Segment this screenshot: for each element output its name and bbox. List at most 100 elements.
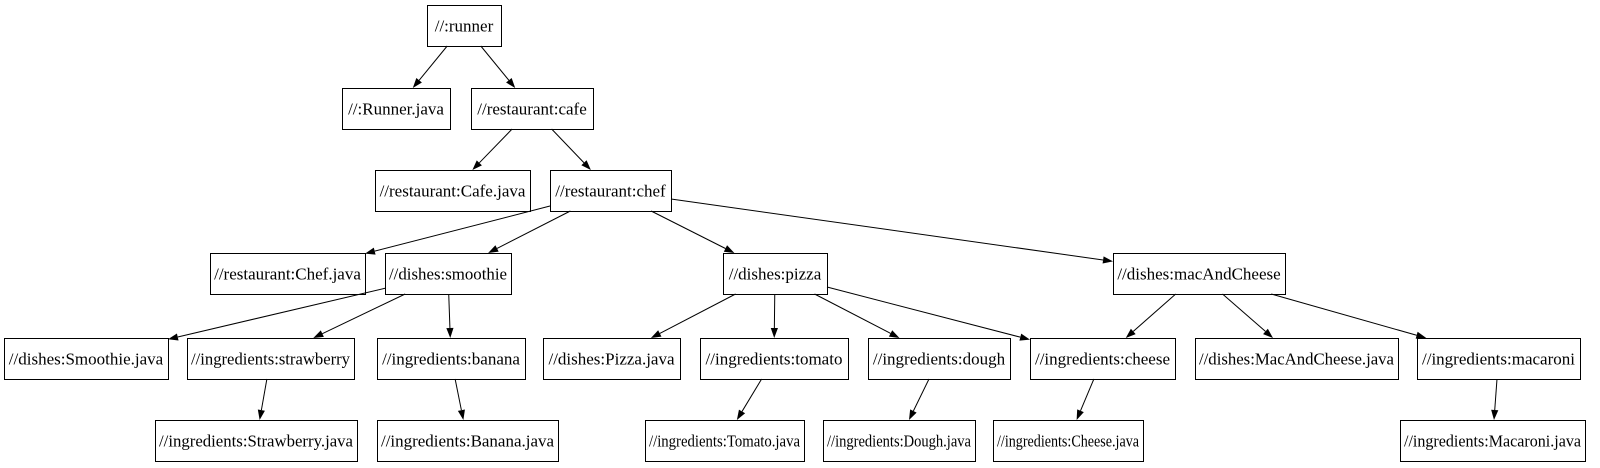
edge-line-cheese-cheese_java: [1080, 378, 1095, 411]
node-box-runner: [427, 5, 502, 47]
edge-line-runner-cafe: [480, 45, 510, 81]
node-box-pizza_java: [543, 338, 681, 380]
node-box-dough: [868, 338, 1011, 380]
graph-node-dough_java: //ingredients:Dough.java: [823, 420, 976, 462]
graph-node-macandcheese_java: //dishes:MacAndCheese.java: [1195, 338, 1399, 380]
node-box-smoothie_java: [4, 338, 169, 380]
edge-arrowhead-icon: [412, 77, 422, 88]
edge-arrowhead-icon: [365, 247, 376, 255]
node-label-macandcheese_java: //dishes:MacAndCheese.java: [1199, 349, 1394, 368]
node-box-macandcheese: [1113, 253, 1286, 295]
edge-line-cafe-chef: [551, 128, 585, 164]
node-box-banana: [377, 338, 526, 380]
node-box-cheese_java: [993, 420, 1144, 462]
graph-edge-smoothie-strawberry: [313, 293, 406, 338]
node-label-runner_java: //:Runner.java: [348, 99, 444, 118]
node-label-strawberry_java: //ingredients:Strawberry.java: [159, 431, 353, 450]
node-label-cheese: //ingredients:cheese: [1035, 349, 1170, 368]
node-label-macandcheese: //dishes:macAndCheese: [1117, 264, 1280, 283]
graph-edge-pizza-pizza_java: [650, 293, 736, 338]
edge-line-pizza-dough: [814, 293, 891, 334]
node-box-strawberry: [187, 338, 355, 380]
edge-arrowhead-icon: [723, 245, 735, 253]
graph-edge-runner-runner_java: [412, 45, 448, 88]
edge-line-chef-smoothie: [496, 210, 571, 249]
graph-edge-pizza-cheese: [826, 286, 1030, 341]
graph-edge-macandcheese-macandcheese_java: [1222, 293, 1273, 338]
graph-node-runner_java: //:Runner.java: [342, 88, 451, 130]
graph-edge-smoothie-smoothie_java: [168, 287, 386, 341]
node-label-tomato_java: //ingredients:Tomato.java: [649, 431, 800, 450]
graph-edge-strawberry-strawberry_java: [257, 378, 268, 420]
node-box-chef: [550, 170, 672, 212]
edge-arrowhead-icon: [770, 327, 778, 338]
graph-edge-pizza-dough: [814, 293, 900, 338]
graph-node-cheese: //ingredients:cheese: [1030, 338, 1176, 380]
edge-arrowhead-icon: [1415, 331, 1427, 339]
edge-arrowhead-icon: [257, 409, 265, 420]
edge-line-dough-dough_java: [912, 378, 930, 412]
node-label-cafe: //restaurant:cafe: [477, 99, 587, 118]
edge-arrowhead-icon: [888, 330, 900, 338]
edge-line-macandcheese-macaroni: [1271, 293, 1417, 336]
node-label-cheese_java: //ingredients:Cheese.java: [997, 431, 1139, 450]
node-label-pizza_java: //dishes:Pizza.java: [548, 349, 675, 368]
node-label-runner: //:runner: [435, 16, 494, 35]
graph-edge-macandcheese-macaroni: [1271, 293, 1427, 339]
node-box-strawberry_java: [155, 420, 358, 462]
graph-edge-banana-banana_java: [454, 378, 465, 420]
graph-edge-chef-chef_java: [365, 205, 551, 255]
edge-line-banana-banana_java: [454, 378, 462, 411]
graph-edge-chef-macandcheese: [670, 198, 1113, 264]
graph-edge-chef-smoothie: [488, 210, 571, 253]
graph-node-smoothie: //dishes:smoothie: [385, 253, 512, 295]
edge-arrowhead-icon: [446, 327, 454, 338]
node-label-chef: //restaurant:chef: [555, 181, 666, 200]
graph-node-cafe: //restaurant:cafe: [471, 88, 594, 130]
node-box-pizza: [723, 253, 828, 295]
node-box-cheese: [1030, 338, 1176, 380]
node-label-dough: //ingredients:dough: [873, 349, 1006, 368]
node-label-smoothie: //dishes:smoothie: [389, 264, 507, 283]
node-box-runner_java: [342, 88, 451, 130]
edge-arrowhead-icon: [1019, 333, 1030, 341]
node-label-macaroni_java: //ingredients:Macaroni.java: [1404, 431, 1581, 450]
edge-line-pizza-cheese: [826, 286, 1021, 338]
graph-node-strawberry: //ingredients:strawberry: [187, 338, 355, 380]
graph-node-macandcheese: //dishes:macAndCheese: [1113, 253, 1286, 295]
edge-line-runner-runner_java: [418, 45, 448, 81]
graph-node-pizza_java: //dishes:Pizza.java: [543, 338, 681, 380]
node-box-cafe_java: [375, 170, 531, 212]
edge-line-smoothie-banana: [448, 293, 451, 329]
edge-arrowhead-icon: [650, 330, 662, 338]
node-label-chef_java: //restaurant:Chef.java: [214, 264, 361, 283]
edge-line-macandcheese-cheese: [1132, 293, 1177, 332]
node-label-banana_java: //ingredients:Banana.java: [381, 431, 554, 450]
node-box-tomato: [700, 338, 849, 380]
edge-line-cafe-cafe_java: [478, 128, 513, 164]
node-box-macaroni: [1417, 338, 1581, 380]
graph-node-banana_java: //ingredients:Banana.java: [377, 420, 559, 462]
edge-line-tomato-tomato_java: [741, 378, 763, 412]
graph-node-cafe_java: //restaurant:Cafe.java: [375, 170, 531, 212]
edge-line-chef-macandcheese: [670, 198, 1104, 261]
node-label-banana: //ingredients:banana: [382, 349, 520, 368]
edge-arrowhead-icon: [457, 409, 465, 420]
edge-line-strawberry-strawberry_java: [260, 378, 268, 411]
graph-node-tomato: //ingredients:tomato: [700, 338, 849, 380]
edge-arrowhead-icon: [472, 160, 482, 170]
graph-node-dough: //ingredients:dough: [868, 338, 1011, 380]
edge-line-smoothie-smoothie_java: [177, 287, 386, 338]
graph-edge-smoothie-banana: [446, 293, 454, 338]
edge-line-macaroni-macaroni_java: [1494, 378, 1498, 411]
graph-node-chef: //restaurant:chef: [550, 170, 672, 212]
node-label-pizza: //dishes:pizza: [729, 264, 822, 283]
edge-line-chef-pizza: [650, 210, 726, 249]
graph-edge-cafe-chef: [551, 128, 591, 170]
graph-node-tomato_java: //ingredients:Tomato.java: [645, 420, 805, 462]
graph-node-strawberry_java: //ingredients:Strawberry.java: [155, 420, 358, 462]
edge-line-smoothie-strawberry: [322, 293, 406, 335]
graph-node-macaroni: //ingredients:macaroni: [1417, 338, 1581, 380]
graph-node-pizza: //dishes:pizza: [723, 253, 828, 295]
